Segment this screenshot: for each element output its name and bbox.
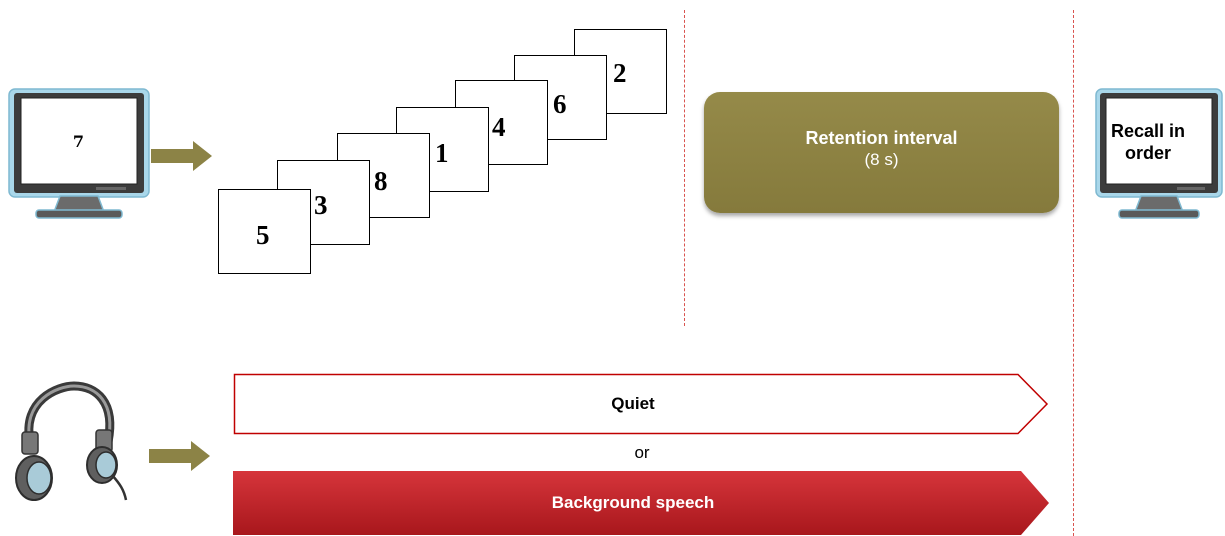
right-arrow-icon [149,441,210,471]
quiet-label: Quiet [611,394,655,413]
right-arrow-icon [151,141,212,171]
phase-divider [1073,10,1074,536]
retention-interval-box: Retention interval (8 s) [704,92,1059,213]
card-digit: 2 [613,58,627,88]
recall-monitor: Recall in order [1095,88,1223,220]
background-speech-label: Background speech [551,493,715,512]
card-digit: 6 [553,89,567,119]
monitor-digit: 7 [72,132,85,151]
retention-duration: (8 s) [864,149,899,169]
monitor-icon [8,88,150,219]
card-digit: 1 [435,138,449,168]
card-digit: 3 [314,190,328,220]
background-speech-condition-arrow [233,471,1049,535]
digit-card: 5 [218,189,311,274]
card-digit: 8 [374,166,388,196]
card-digit: 5 [256,220,270,250]
retention-title: Retention interval [805,127,958,148]
recall-label: Recall in order [1110,121,1186,163]
or-label: or [634,443,650,462]
card-digit: 4 [492,112,506,142]
quiet-condition-arrow [233,373,1049,435]
phase-divider [684,10,685,326]
headphones-icon [15,381,128,501]
monitor-icon [1095,88,1223,219]
presentation-monitor: 7 [8,88,150,220]
